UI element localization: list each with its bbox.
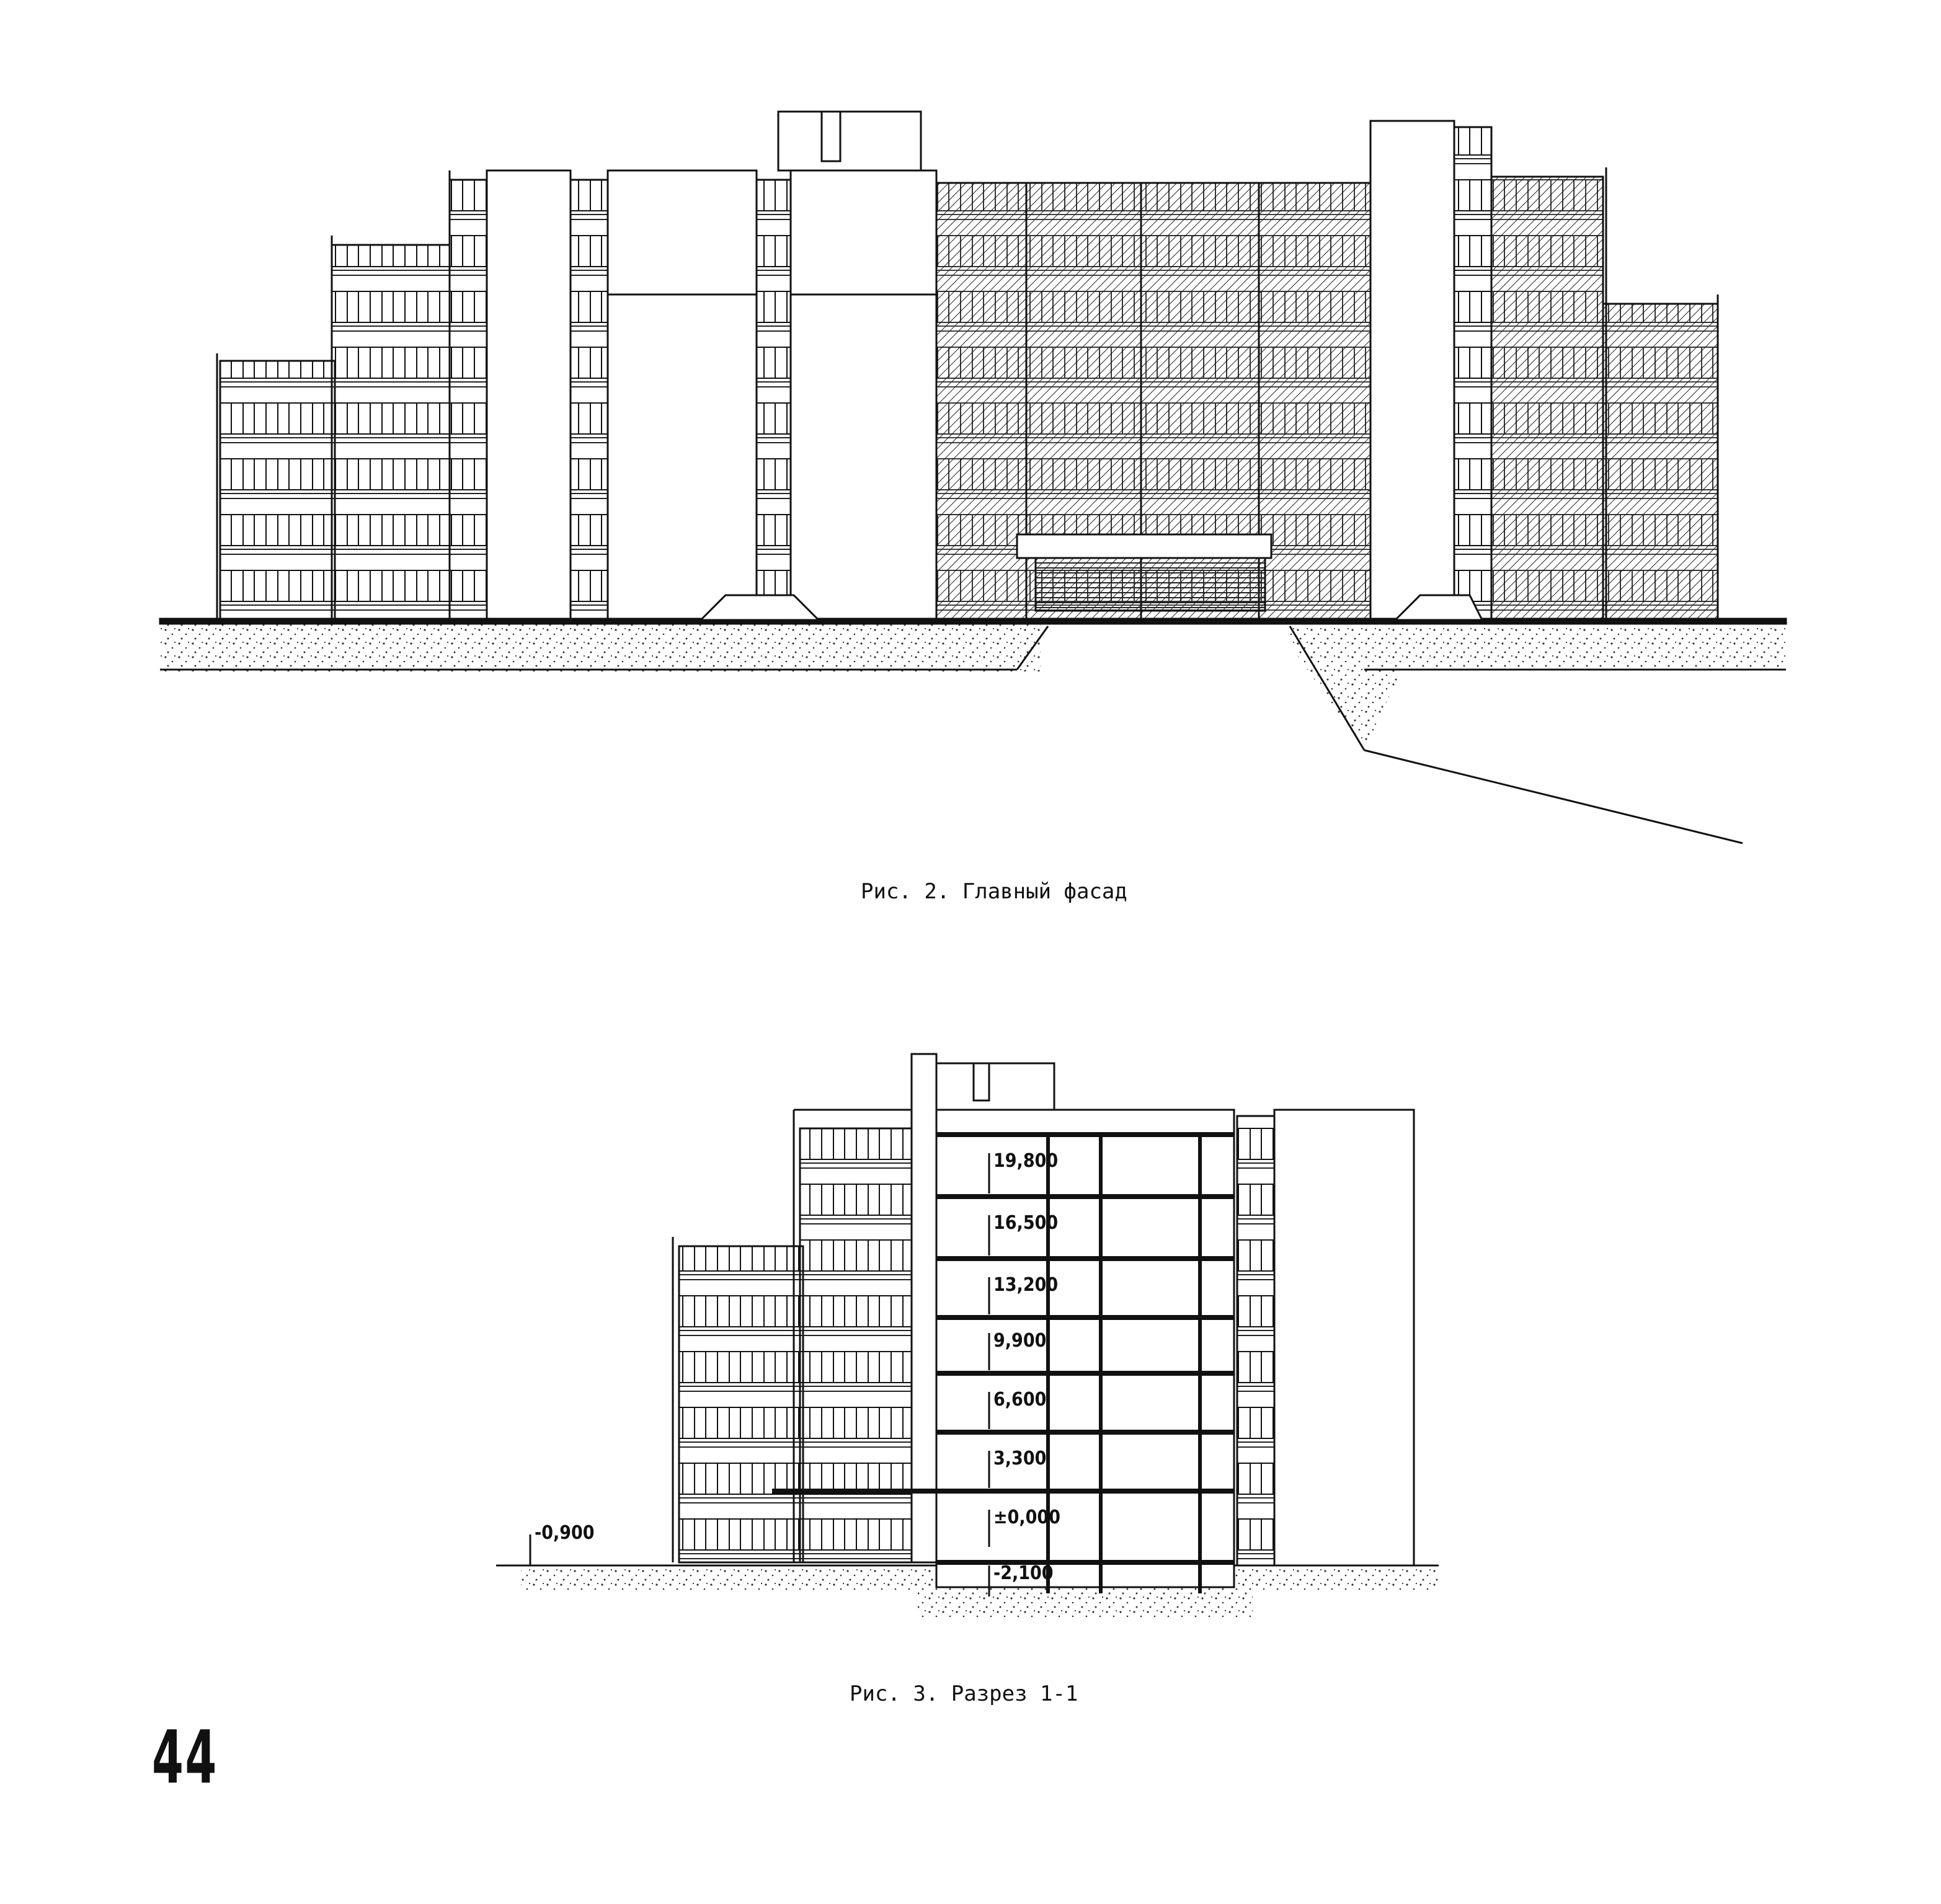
level-label: 13,200	[993, 1274, 1058, 1296]
figure-3-caption: Рис. 3. Разрез 1-1	[850, 1681, 1078, 1706]
level-label: 16,500	[993, 1212, 1058, 1234]
section-figure	[496, 1053, 1439, 1618]
level-label: 6,600	[993, 1389, 1046, 1410]
level-label: -2,100	[993, 1562, 1054, 1584]
level-label: ±0,000	[993, 1507, 1060, 1528]
page-number: 44	[152, 1714, 218, 1800]
ground-level-label: -0,900	[535, 1522, 595, 1544]
level-label: 3,300	[993, 1448, 1046, 1469]
level-label: 19,800	[993, 1150, 1058, 1172]
facade-figure	[159, 110, 1787, 844]
figure-2-caption: Рис. 2. Главный фасад	[861, 879, 1127, 904]
level-label: 9,900	[993, 1330, 1046, 1352]
